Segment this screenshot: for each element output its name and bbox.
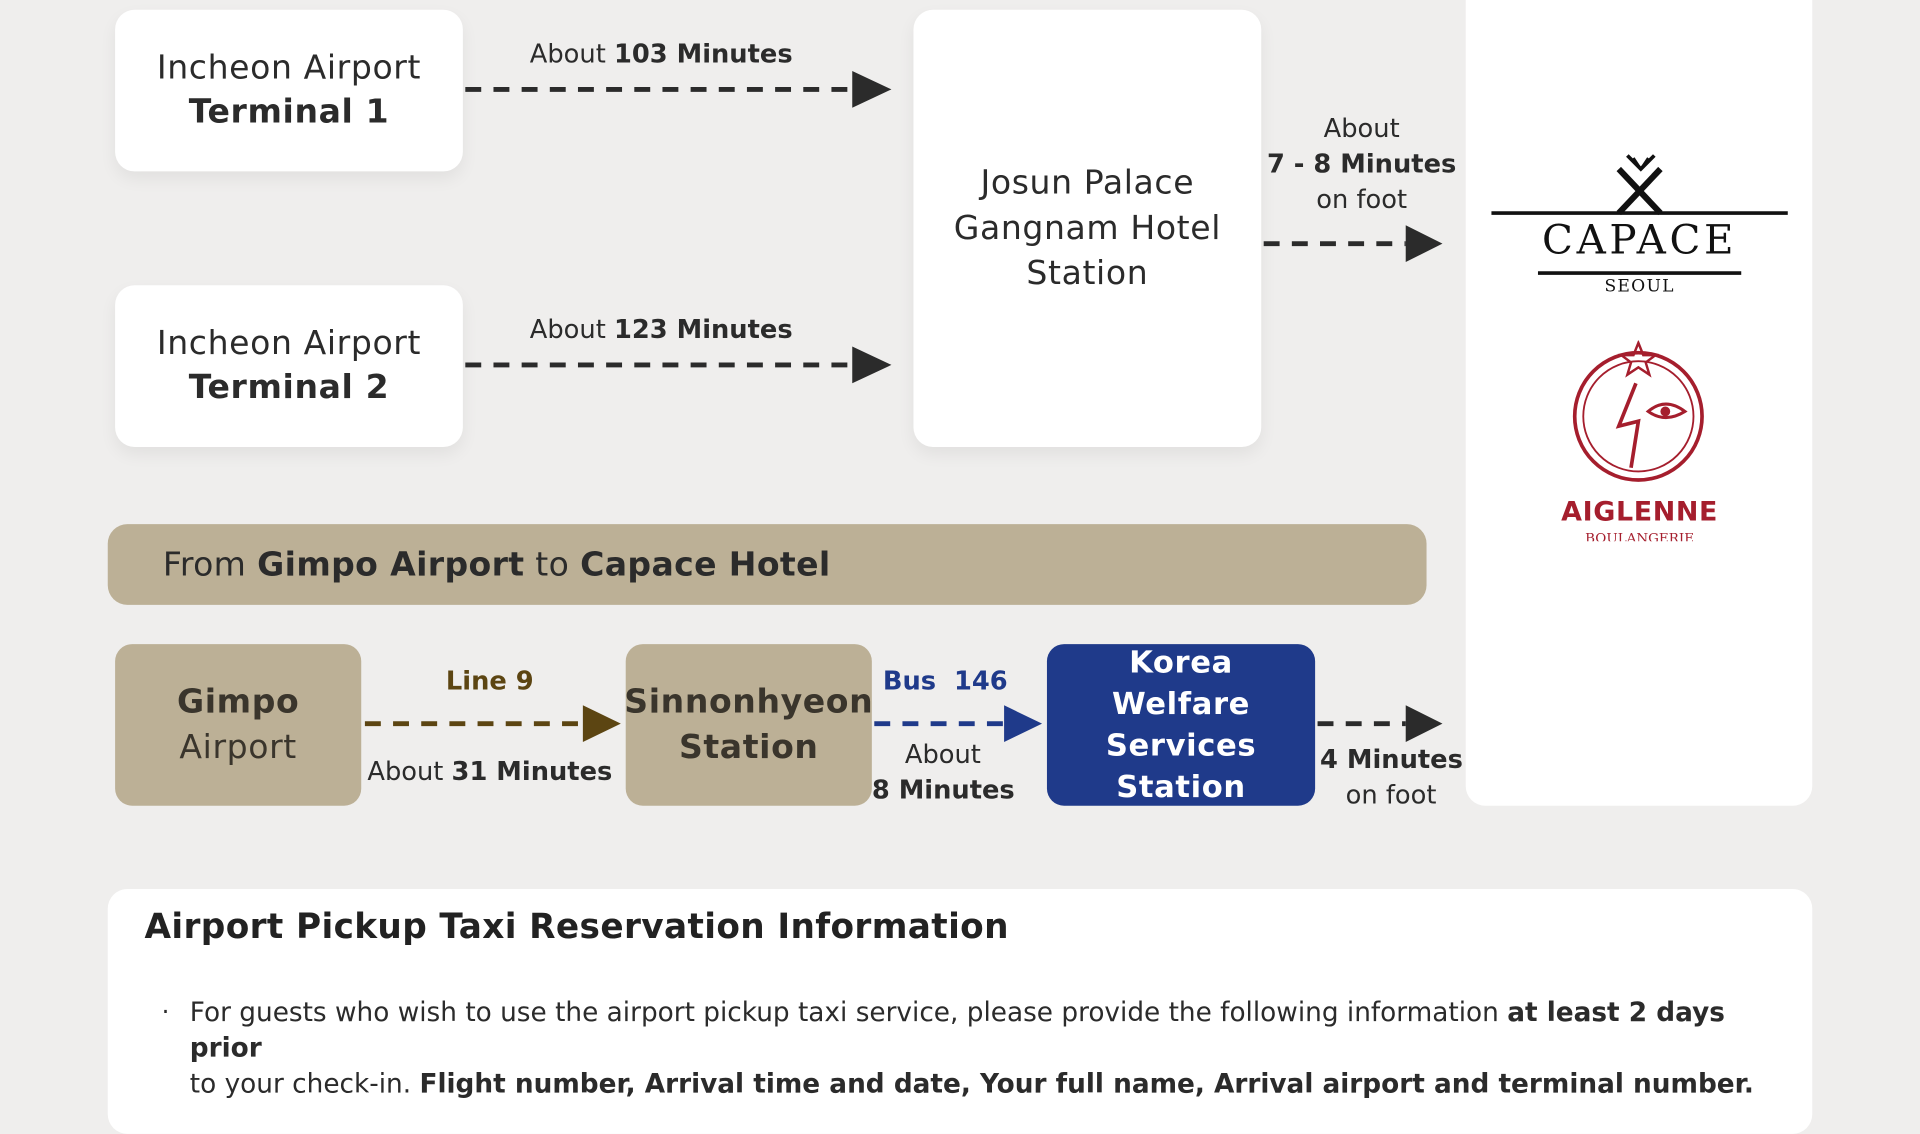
t1-to-josun-arrow — [465, 71, 892, 108]
t1-time-prefix: About — [529, 39, 614, 69]
walk2-line1: 4 Minutes — [1320, 744, 1463, 774]
directions-diagram: Incheon Airport Terminal 1 Incheon Airpo… — [107, 0, 1813, 1134]
incheon-t2-line1: Incheon Airport — [156, 324, 422, 363]
banner-from: From — [162, 545, 258, 584]
josun-palace-station-box: Josun Palace Gangnam Hotel Station — [913, 9, 1262, 447]
banner-destination: Capace Hotel — [580, 545, 831, 584]
josun-to-hotel-arrow — [1263, 225, 1443, 263]
josun-line2: Gangnam Hotel — [953, 209, 1221, 248]
line-9-time: About 31 Minutes — [367, 754, 612, 790]
t1-travel-time: About 103 Minutes — [465, 37, 857, 73]
walk-4-minutes: 4 Minutes on foot — [1320, 742, 1463, 813]
t2-time-prefix: About — [529, 314, 614, 345]
capace-logo: CAPACE SEOUL — [1489, 152, 1790, 304]
capace-name: CAPACE — [1541, 215, 1738, 264]
bus-146-time: About 8 Minutes — [871, 737, 1015, 808]
aiglenne-logo: AIGLENNE BOULANGERIE — [1545, 340, 1734, 541]
t2-time-value: 123 Minutes — [613, 314, 793, 345]
walk1-line3: on foot — [1316, 184, 1408, 215]
bus-time-line2: 8 Minutes — [871, 775, 1015, 805]
aiglenne-emblem — [1572, 340, 1704, 482]
incheon-t2-line2: Terminal 2 — [188, 368, 390, 407]
banner-origin: Gimpo Airport — [257, 545, 525, 584]
t2-to-josun-arrow — [465, 346, 892, 384]
t2-travel-time: About 123 Minutes — [465, 312, 857, 348]
gimpo-route-banner: From Gimpo Airport to Capace Hotel — [107, 524, 1427, 605]
taxi-info-title: Airport Pickup Taxi Reservation Informat… — [144, 906, 1009, 947]
info-bold-1: at least 2 days prior — [189, 997, 1725, 1065]
sinnonhyeon-line1: Sinnonhyeon — [624, 683, 874, 722]
korea-line2: Welfare Services — [1105, 685, 1257, 763]
josun-line3: Station — [1026, 254, 1149, 293]
capace-sub: SEOUL — [1604, 276, 1675, 297]
line-9-label: Line 9 — [445, 666, 534, 696]
korea-to-hotel-arrow — [1317, 705, 1443, 743]
aiglenne-sub: BOULANGERIE — [1585, 530, 1695, 542]
incheon-t1-line2: Terminal 1 — [188, 93, 390, 132]
gimpo-line1: Gimpo — [176, 683, 300, 722]
gimpo-line2: Airport — [179, 728, 297, 767]
taxi-reservation-info-card: Airport Pickup Taxi Reservation Informat… — [107, 888, 1813, 1134]
capace-emblem — [1491, 154, 1788, 275]
line-9-arrow — [364, 705, 621, 743]
incheon-terminal-1-box: Incheon Airport Terminal 1 — [115, 9, 463, 172]
bus-146-arrow — [874, 705, 1043, 743]
aiglenne-name: AIGLENNE — [1561, 497, 1719, 528]
sinnonhyeon-station-box: Sinnonhyeon Station — [624, 644, 874, 806]
hotel-logo-card — [1465, 0, 1813, 806]
info-bold-2: Flight number, Arrival time and date, Yo… — [419, 1068, 1754, 1100]
walk1-line1: About — [1323, 113, 1400, 144]
sinnonhyeon-line2: Station — [678, 728, 819, 767]
info-bullet: · — [161, 996, 170, 1027]
line9-time-prefix: About — [367, 756, 452, 787]
bus-time-line1: About — [904, 739, 981, 769]
info-text-1: For guests who wish to use the airport p… — [189, 997, 1508, 1029]
gimpo-airport-box: Gimpo Airport — [115, 644, 362, 806]
t1-time-value: 103 Minutes — [613, 39, 793, 69]
incheon-t1-line1: Incheon Airport — [156, 48, 422, 87]
korea-line3: Station — [1116, 768, 1246, 805]
taxi-info-text: For guests who wish to use the airport p… — [190, 996, 1782, 1103]
bus-146-label: Bus 146 — [882, 666, 1008, 696]
walk2-line2: on foot — [1345, 780, 1437, 810]
info-text-2: to your check-in. — [189, 1068, 420, 1100]
walk-to-hotel-time: About 7 - 8 Minutes on foot — [1261, 111, 1462, 218]
walk1-line2: 7 - 8 Minutes — [1266, 149, 1457, 179]
korea-line1: Korea — [1129, 644, 1233, 680]
banner-to: to — [524, 545, 581, 584]
korea-welfare-services-station-box: Korea Welfare Services Station — [1046, 644, 1316, 806]
line9-time-value: 31 Minutes — [451, 756, 613, 787]
incheon-terminal-2-box: Incheon Airport Terminal 2 — [115, 285, 463, 447]
josun-line1: Josun Palace — [980, 164, 1195, 203]
